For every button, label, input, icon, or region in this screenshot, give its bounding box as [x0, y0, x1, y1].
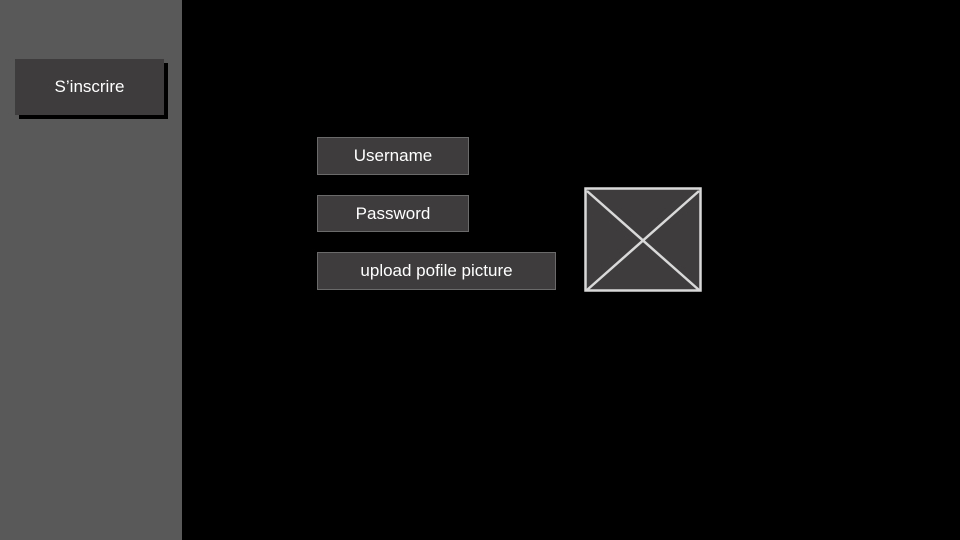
username-field[interactable]: Username [317, 137, 469, 175]
password-field[interactable]: Password [317, 195, 469, 232]
upload-profile-picture-button[interactable]: upload pofile picture [317, 252, 556, 290]
signup-button[interactable]: S’inscrire [15, 59, 164, 115]
image-placeholder-icon [584, 187, 702, 292]
sidebar: S’inscrire [0, 0, 182, 540]
